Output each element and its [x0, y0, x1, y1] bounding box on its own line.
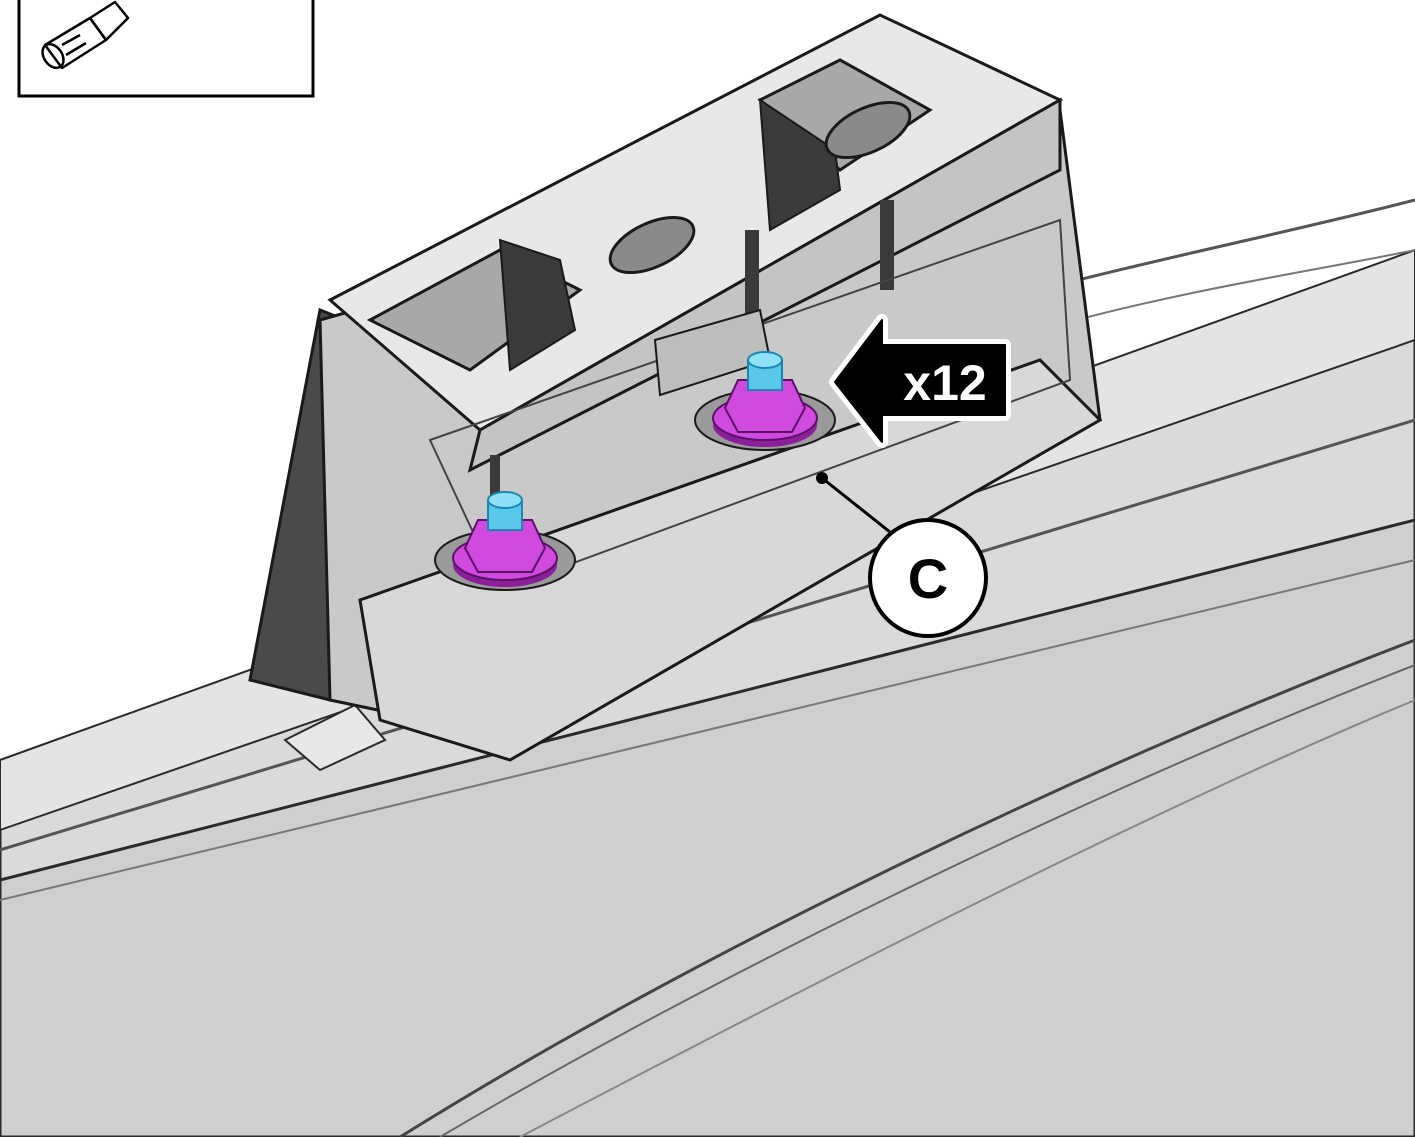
- quantity-arrow: x12: [829, 314, 1011, 448]
- tool-inset: [17, 0, 315, 98]
- callout-label: C: [908, 547, 948, 610]
- leader-line: [821, 476, 901, 542]
- callout-circle: [868, 518, 988, 638]
- flange-nut-1: [434, 491, 576, 591]
- flange-nut-2: [694, 351, 836, 451]
- tool-inset-frame: [17, 0, 315, 98]
- callout-c: C: [816, 472, 988, 638]
- quantity-label: x12: [903, 355, 986, 411]
- socket-tool-icon: [41, 0, 130, 70]
